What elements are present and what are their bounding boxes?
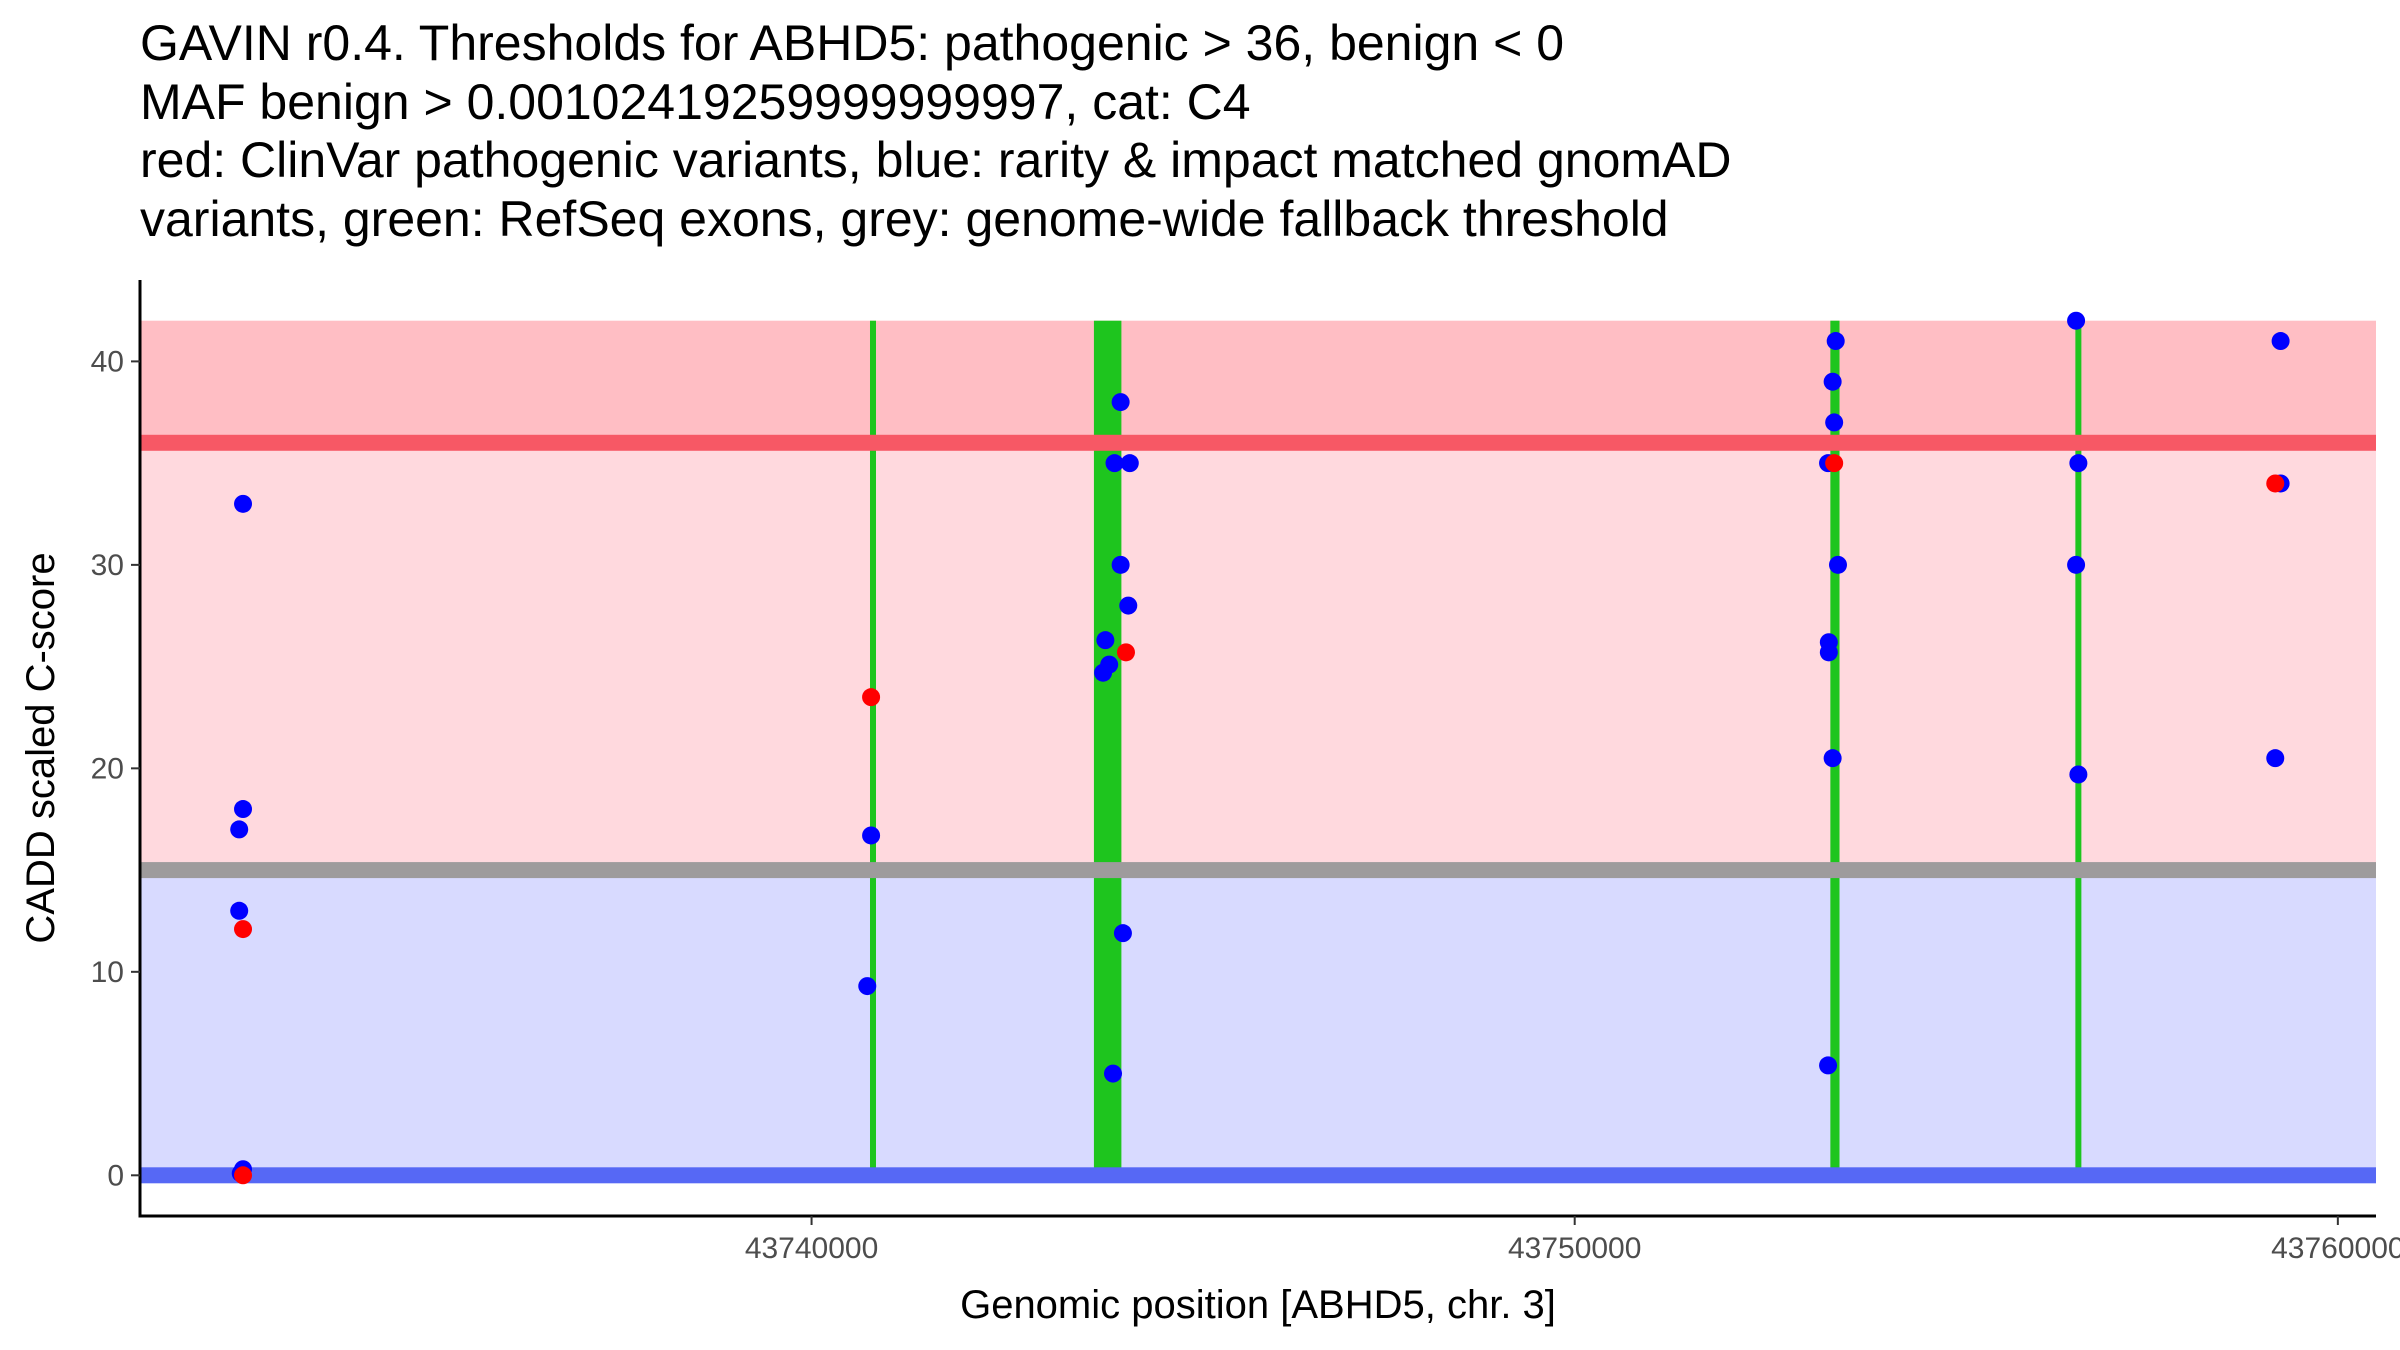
y-tick-label: 30 xyxy=(91,549,124,582)
benign-region xyxy=(141,870,2376,1176)
data-point-clinvar xyxy=(234,1166,253,1185)
thresholds-layer xyxy=(141,434,2376,1184)
data-point-gnomad xyxy=(862,826,881,845)
pathogenic-top-region xyxy=(141,320,2376,443)
title-line: variants, green: RefSeq exons, grey: gen… xyxy=(140,190,1669,247)
data-point-gnomad xyxy=(2069,765,2088,784)
data-point-gnomad xyxy=(1826,332,1845,351)
fallback-threshold xyxy=(141,862,2376,879)
data-point-gnomad xyxy=(1105,454,1124,473)
regions-layer xyxy=(141,320,2376,1176)
data-point-gnomad xyxy=(1113,924,1132,943)
x-axis-title: Genomic position [ABHD5, chr. 3] xyxy=(960,1283,1556,1327)
y-tick-label: 10 xyxy=(91,956,124,989)
x-tick-label: 43760000 xyxy=(2271,1232,2400,1265)
data-point-gnomad xyxy=(1111,555,1130,574)
ticks-layer: 0 10 20 30 40 43740000 43750000 43760000 xyxy=(91,345,2400,1265)
data-point-gnomad xyxy=(230,901,249,920)
exon-bar xyxy=(2075,320,2082,1176)
benign-threshold xyxy=(141,1167,2376,1184)
title-line: MAF benign > 0.00102419259999999997, cat… xyxy=(140,73,1251,130)
y-axis-title: CADD scaled C-score xyxy=(19,552,63,943)
data-point-gnomad xyxy=(2266,749,2285,768)
data-point-clinvar xyxy=(234,920,253,939)
data-point-gnomad xyxy=(234,800,253,819)
pathogenic-threshold xyxy=(141,434,2376,451)
points-layer xyxy=(230,311,2290,1185)
data-point-gnomad xyxy=(1825,413,1844,432)
data-point-gnomad xyxy=(1119,596,1138,615)
data-point-gnomad xyxy=(2069,454,2088,473)
data-point-gnomad xyxy=(2067,311,2086,330)
data-point-gnomad xyxy=(1111,393,1130,412)
data-point-gnomad xyxy=(1096,631,1115,650)
y-tick-label: 0 xyxy=(107,1159,124,1192)
y-tick-label: 40 xyxy=(91,345,124,378)
data-point-gnomad xyxy=(1819,1056,1838,1075)
data-point-gnomad xyxy=(1823,749,1842,768)
data-point-clinvar xyxy=(1825,454,1844,473)
data-point-gnomad xyxy=(2271,332,2290,351)
data-point-gnomad xyxy=(1094,663,1113,682)
data-point-clinvar xyxy=(2266,474,2285,493)
data-point-clinvar xyxy=(1116,643,1135,662)
data-point-gnomad xyxy=(1819,643,1838,662)
data-point-gnomad xyxy=(1828,555,1847,574)
data-point-clinvar xyxy=(862,688,881,707)
chart-title: GAVIN r0.4. Thresholds for ABHD5: pathog… xyxy=(140,14,1731,248)
pathogenic-region xyxy=(141,442,2376,871)
data-point-gnomad xyxy=(234,494,253,513)
title-line: GAVIN r0.4. Thresholds for ABHD5: pathog… xyxy=(140,15,1564,71)
exon-bar xyxy=(869,320,876,1176)
x-tick-label: 43740000 xyxy=(745,1232,878,1265)
x-tick-label: 43750000 xyxy=(1508,1232,1641,1265)
title-line: red: ClinVar pathogenic variants, blue: … xyxy=(140,132,1732,188)
data-point-gnomad xyxy=(230,820,249,839)
data-point-gnomad xyxy=(1823,372,1842,391)
data-point-gnomad xyxy=(858,977,877,996)
exon-bar xyxy=(1830,320,1840,1176)
data-point-gnomad xyxy=(1104,1064,1123,1083)
data-point-gnomad xyxy=(2067,555,2086,574)
axes-layer xyxy=(138,280,2376,1218)
data-point-gnomad xyxy=(1120,454,1139,473)
y-tick-label: 20 xyxy=(91,752,124,785)
